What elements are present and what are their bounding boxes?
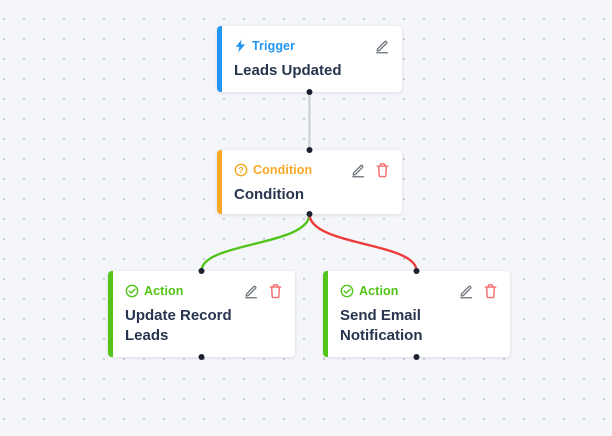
connection-handle-trigger-bottom[interactable]: [306, 89, 313, 95]
action-title: Send Email Notification: [340, 307, 423, 344]
trigger-node[interactable]: Trigger Leads Updated: [217, 26, 402, 92]
edit-button[interactable]: [350, 162, 366, 178]
trigger-accent-bar: [217, 26, 222, 92]
lightning-icon: [234, 39, 247, 53]
edit-pencil-icon: [245, 285, 257, 299]
connection-handle-action-right-top[interactable]: [413, 268, 420, 274]
action-node-update-record[interactable]: Action: [108, 271, 295, 357]
delete-button[interactable]: [268, 283, 283, 299]
check-circle-icon: [340, 284, 354, 298]
edge-condition-to-action-right: [308, 212, 418, 273]
action-type-label: Action: [359, 284, 399, 298]
trigger-type-label: Trigger: [252, 39, 296, 53]
connection-handle-condition-bottom[interactable]: [306, 211, 313, 217]
delete-button[interactable]: [483, 283, 498, 299]
delete-button[interactable]: [375, 162, 390, 178]
trash-icon: [484, 284, 497, 299]
condition-title: Condition: [234, 186, 304, 203]
edit-pencil-icon: [352, 164, 364, 178]
action-node-send-email[interactable]: Action: [323, 271, 510, 357]
action-type-label: Action: [144, 284, 184, 298]
condition-type-label: Condition: [253, 163, 313, 177]
edit-button[interactable]: [374, 38, 390, 54]
svg-text:?: ?: [238, 165, 243, 175]
edge-condition-to-action-left: [200, 212, 311, 273]
edit-button[interactable]: [243, 283, 259, 299]
connection-handle-action-right-bottom[interactable]: [413, 354, 420, 360]
connection-handle-condition-top[interactable]: [306, 147, 313, 153]
action-accent-bar: [323, 271, 328, 357]
question-circle-icon: ?: [234, 163, 248, 177]
action-accent-bar: [108, 271, 113, 357]
edit-pencil-icon: [460, 285, 472, 299]
condition-accent-bar: [217, 150, 222, 214]
edit-button[interactable]: [458, 283, 474, 299]
trash-icon: [269, 284, 282, 299]
edit-pencil-icon: [376, 40, 388, 54]
connection-handle-action-left-bottom[interactable]: [198, 354, 205, 360]
check-circle-icon: [125, 284, 139, 298]
action-title: Update Record Leads: [125, 307, 232, 344]
connection-handle-action-left-top[interactable]: [198, 268, 205, 274]
trash-icon: [376, 163, 389, 178]
trigger-title: Leads Updated: [234, 62, 342, 79]
condition-node[interactable]: ? Condition: [217, 150, 402, 214]
